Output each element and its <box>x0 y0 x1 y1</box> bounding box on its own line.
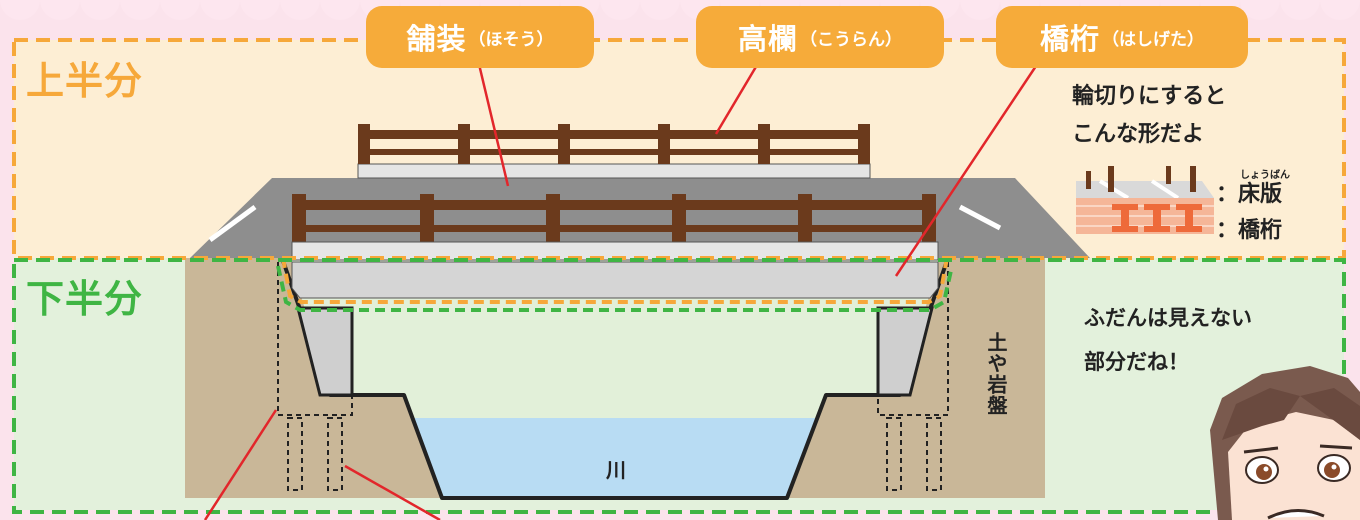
river-label: 川 <box>606 458 626 482</box>
cross-section-note: 輪切りにすると こんな形だよ <box>1072 78 1226 154</box>
far-deck <box>357 163 871 179</box>
girder <box>291 261 939 299</box>
speech-line-2: 部分だね！ <box>1084 350 1189 374</box>
deck-ruby: しょうばん <box>1240 170 1290 181</box>
note-line-2: こんな形だよ <box>1072 122 1205 147</box>
speech-text: ふだんは見えない 部分だね！ <box>1084 296 1252 384</box>
callout-pavement-main: 舗装 <box>406 22 467 56</box>
legend-cross-section-icon <box>1076 166 1214 234</box>
lower-half-label: 下半分 <box>26 277 144 321</box>
river-water <box>414 418 816 498</box>
road-surface <box>190 178 1090 258</box>
near-railing <box>292 194 936 242</box>
callout-girder: 橋桁 （はしげた） <box>996 6 1248 68</box>
foundations <box>277 262 949 491</box>
callout-girder-reading: （はしげた） <box>1102 29 1204 50</box>
girder-outline-green <box>276 265 954 312</box>
guide-character <box>1210 366 1360 520</box>
callout-pavement: 舗装 （ほそう） <box>366 6 594 68</box>
ground-label: 土や岩盤 <box>984 332 1008 416</box>
speech-line-1: ふだんは見えない <box>1084 306 1252 330</box>
far-railing <box>358 124 870 164</box>
callout-girder-main: 橋桁 <box>1039 22 1100 56</box>
callout-railing: 高欄 （こうらん） <box>696 6 944 68</box>
right-abutment <box>876 306 934 397</box>
callout-pavement-reading: （ほそう） <box>468 29 554 50</box>
road-line-left <box>208 204 257 243</box>
girder-outline-orange <box>281 257 949 304</box>
upper-half-label: 上半分 <box>26 59 144 103</box>
callout-railing-reading: （こうらん） <box>800 29 902 50</box>
callout-railing-main: 高欄 <box>737 22 798 56</box>
note-line-1: 輪切りにすると <box>1072 84 1227 109</box>
legend-girder: ：橋桁 <box>1216 218 1283 243</box>
legend-deck: ：床版 <box>1216 182 1283 207</box>
road-line-right <box>958 204 1002 231</box>
pointer-lines <box>203 59 1042 520</box>
